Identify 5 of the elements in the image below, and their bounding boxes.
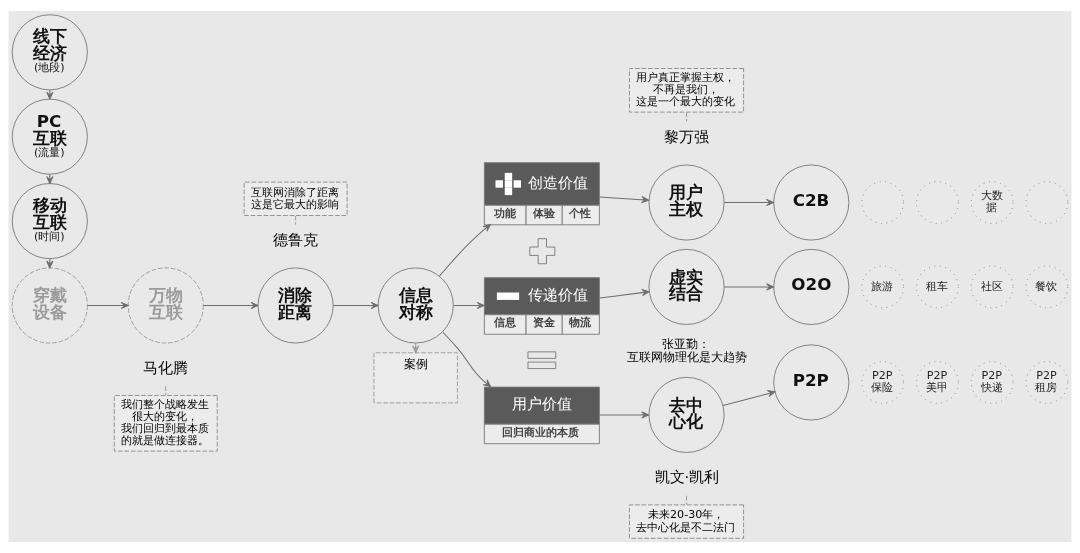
node-label: 张亚勤：互联网物理化是大趋势 (627, 336, 748, 364)
node-text: 凯文·凯利 (654, 468, 720, 486)
node-text: 德鲁克 (273, 231, 319, 249)
node-text: 黎万强 (664, 128, 710, 146)
node-text: 马化腾 (143, 359, 189, 377)
